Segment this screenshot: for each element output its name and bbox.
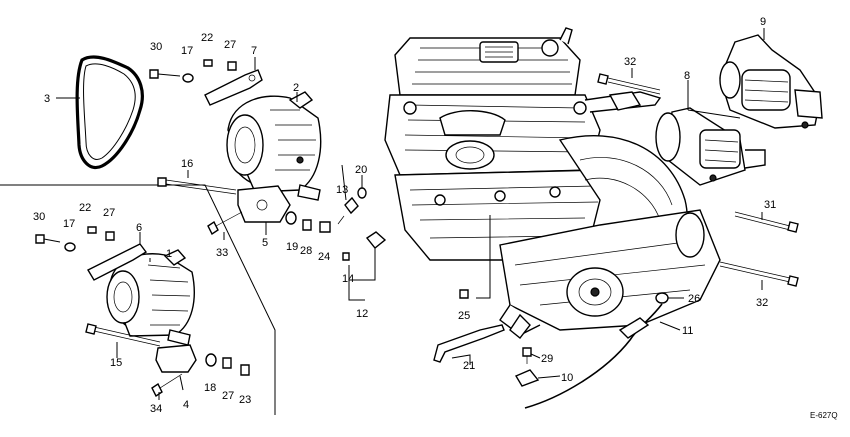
callout-29: 29 — [541, 353, 553, 365]
callout-9: 9 — [760, 16, 766, 28]
callout-11: 11 — [682, 325, 693, 337]
fasteners — [35, 59, 799, 409]
callout-30-upper: 30 — [150, 41, 162, 53]
callout-10: 10 — [561, 372, 573, 384]
leader-lines — [56, 28, 765, 400]
callout-22-lower: 22 — [79, 202, 91, 214]
callout-1: 1 — [166, 248, 172, 260]
callout-33: 33 — [216, 247, 228, 259]
drawing-code: E-627Q — [810, 411, 838, 420]
callout-17-lower: 17 — [63, 218, 75, 230]
callout-32-upper: 32 — [624, 56, 636, 68]
callout-27-lower: 27 — [103, 207, 115, 219]
callout-18: 18 — [204, 382, 216, 394]
callout-20: 20 — [355, 164, 367, 176]
starter-motor-a — [655, 107, 766, 186]
callout-31: 31 — [764, 199, 776, 211]
callout-30-lower: 30 — [33, 211, 45, 223]
callout-34: 34 — [150, 403, 162, 415]
callout-13: 13 — [336, 184, 348, 196]
alternator-upper — [226, 91, 322, 201]
callout-22-upper: 22 — [201, 32, 213, 44]
starter-motor-b — [719, 34, 823, 129]
callout-5: 5 — [262, 237, 268, 249]
callout-19: 19 — [286, 241, 298, 253]
callout-16: 16 — [181, 158, 193, 170]
callout-25: 25 — [458, 310, 470, 322]
callout-4: 4 — [183, 399, 189, 411]
callout-3: 3 — [44, 93, 50, 105]
callout-12: 12 — [356, 308, 368, 320]
alternator-lower — [106, 249, 195, 346]
callout-21: 21 — [463, 360, 475, 372]
callout-32-lower: 32 — [756, 297, 768, 309]
callout-6: 6 — [136, 222, 142, 234]
callout-27-upper: 27 — [224, 39, 236, 51]
engine-block — [384, 27, 721, 339]
callout-17-upper: 17 — [181, 45, 193, 57]
callout-26: 26 — [688, 293, 700, 305]
v-belt — [75, 55, 144, 170]
callout-14: 14 — [342, 273, 354, 285]
callouts: 1 2 3 4 5 6 7 8 9 10 11 12 13 14 15 16 1… — [33, 16, 776, 415]
callout-24: 24 — [318, 251, 330, 263]
callout-7: 7 — [251, 45, 257, 57]
inset-divider — [0, 184, 276, 415]
callout-23: 23 — [239, 394, 251, 406]
callout-8: 8 — [684, 70, 690, 82]
callout-27-inset: 27 — [222, 390, 234, 402]
callout-2: 2 — [293, 82, 299, 94]
callout-15: 15 — [110, 357, 122, 369]
callout-28: 28 — [300, 245, 312, 257]
